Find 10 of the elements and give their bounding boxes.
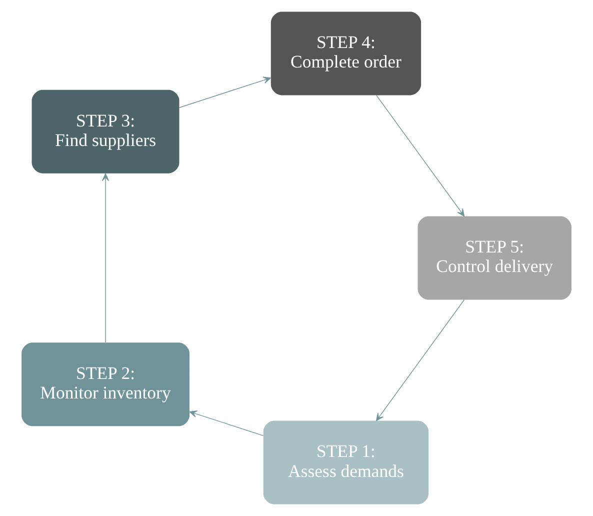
arrow bbox=[102, 173, 110, 343]
arrow bbox=[189, 410, 264, 436]
arrow bbox=[178, 76, 272, 108]
node-box: STEP 2: Monitor inventory bbox=[22, 342, 190, 426]
node-box: STEP 3: Find suppliers bbox=[32, 90, 180, 174]
node-box: STEP 5: Control delivery bbox=[418, 216, 572, 300]
node-box: STEP 1: Assess demands bbox=[263, 420, 429, 504]
arrow bbox=[376, 94, 465, 217]
node-box: STEP 4: Complete order bbox=[270, 12, 422, 96]
arrow bbox=[376, 300, 464, 422]
